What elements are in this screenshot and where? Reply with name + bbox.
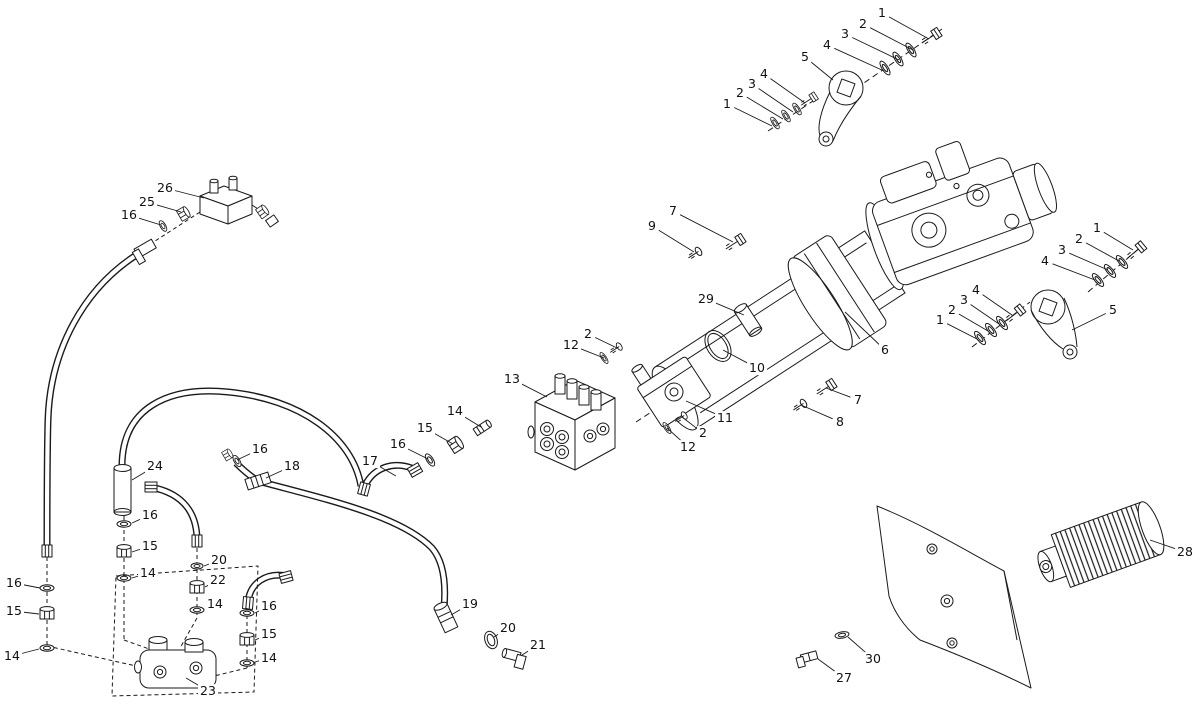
- mount-bracket-30: [876, 505, 1032, 689]
- o-ring-20: [484, 630, 498, 650]
- bolt-stack-upper: [877, 26, 943, 77]
- fitting-columns: [39, 516, 259, 697]
- gearbox: [865, 141, 1057, 291]
- bolt-stack-lower: [972, 303, 1027, 347]
- steering-arm-upper: [818, 70, 864, 147]
- hose-fitting-18: [244, 471, 272, 491]
- fitting-27: [795, 650, 819, 669]
- elbow-fitting: [131, 238, 157, 266]
- steering-arm-lower: [1030, 289, 1078, 360]
- fitting-21: [501, 648, 527, 670]
- filter-28: [1037, 501, 1165, 588]
- steering-valve-11: [631, 356, 711, 428]
- valve-26: [131, 175, 279, 266]
- fitting-19: [433, 601, 459, 634]
- manifold-23: [134, 636, 217, 689]
- axle-tube: [651, 230, 906, 431]
- valve-block-13: [527, 373, 616, 471]
- hydraulic-hoses: [41, 251, 449, 610]
- bolt-stack-right: [1090, 240, 1148, 289]
- spacer-29: [733, 303, 763, 337]
- bolt-stack-left: [768, 91, 819, 131]
- tube-24: [113, 464, 132, 516]
- o-ring-10: [704, 330, 732, 362]
